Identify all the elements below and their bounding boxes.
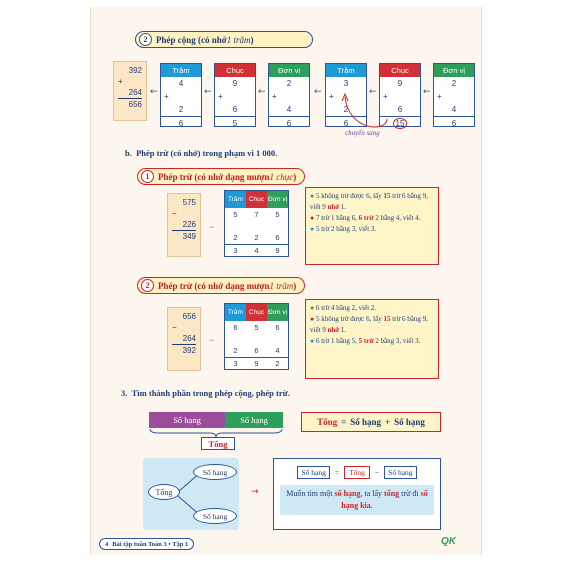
section-b-title: b. Phép trừ (có nhớ) trong phạm vi 1 000… bbox=[125, 148, 278, 158]
column-donvi: Đơn vị 2 + 4 6 bbox=[433, 63, 475, 128]
subtraction2-header: 2 Phép trừ (có nhớ dạng mượn 1 trăm) bbox=[137, 277, 305, 294]
carry-label: chuyển sang bbox=[345, 129, 380, 137]
page-number: 4 bbox=[105, 540, 109, 548]
arrow-left-icon: ← bbox=[150, 87, 158, 97]
arrow-left-icon: ← bbox=[369, 87, 377, 97]
arrow-left-icon: ← bbox=[423, 87, 431, 97]
tree-addend-b: Số hạng bbox=[193, 508, 237, 524]
subtraction2-notes: ● 6 trừ 4 bằng 2, viết 2. ● 5 không trừ … bbox=[305, 299, 439, 379]
publisher-logo: QK bbox=[441, 536, 456, 547]
column-chuc: Chục 9 + 6 15 bbox=[379, 63, 421, 129]
minus-sign: − bbox=[209, 335, 215, 345]
tree-root: Tổng bbox=[148, 484, 180, 500]
bar-total: Tổng bbox=[201, 437, 235, 450]
arrow-left-icon: ← bbox=[314, 87, 322, 97]
subtraction2-stack: 656 − 264 392 bbox=[167, 307, 201, 371]
bar-addend-b: Số hạng bbox=[225, 412, 283, 428]
section-number: 2 bbox=[139, 33, 152, 46]
tree-addend-a: Số hạng bbox=[193, 464, 237, 480]
subtraction1-stack: 575 − 226 349 bbox=[167, 193, 201, 257]
column-tram: Trăm 4 + 2 6 bbox=[160, 63, 202, 128]
minus-sign: − bbox=[209, 222, 215, 232]
addition-stack: 392 + 264 656 bbox=[113, 61, 147, 121]
subtraction1-notes: ● 5 không trừ được 6, lấy 15 trừ 6 bằng … bbox=[305, 187, 439, 265]
carry-arrow-icon bbox=[341, 92, 388, 128]
arrow-left-icon: ← bbox=[204, 87, 212, 97]
column-donvi: Đơn vị 2 + 4 6 bbox=[268, 63, 310, 128]
sum-formula: Tổng = Số hạng + Số hạng bbox=[301, 412, 441, 432]
workbook-page: 2 Phép cộng (có nhớ 1 trăm) 392 + 264 65… bbox=[90, 7, 482, 555]
rule-box: Số hạng = Tổng − Số hạng Muốn tìm một số… bbox=[273, 458, 441, 530]
book-title: Bài tập tuần Toán 3 • Tập 1 bbox=[112, 540, 189, 548]
column-tram: Trăm 3 + 2 6 bbox=[325, 63, 367, 128]
footer-label: 4 Bài tập tuần Toán 3 • Tập 1 bbox=[99, 538, 195, 550]
column-chuc: Chục 9 + 6 5 bbox=[214, 63, 256, 128]
carry-highlight: 15 bbox=[392, 117, 408, 129]
subtraction1-header: 1 Phép trừ (có nhớ dạng mượn 1 chục) bbox=[137, 168, 305, 185]
bar-addend-a: Số hạng bbox=[149, 412, 225, 428]
section-3-title: 3. Tìm thành phần trong phép cộng, phép … bbox=[121, 388, 290, 398]
arrow-left-icon: ← bbox=[258, 87, 266, 97]
section-addition-header: 2 Phép cộng (có nhớ 1 trăm) bbox=[135, 31, 313, 48]
arrow-right-icon: → bbox=[251, 487, 259, 497]
rule-text: Muốn tìm một số hạng, ta lấy tổng trừ đi… bbox=[280, 485, 434, 515]
